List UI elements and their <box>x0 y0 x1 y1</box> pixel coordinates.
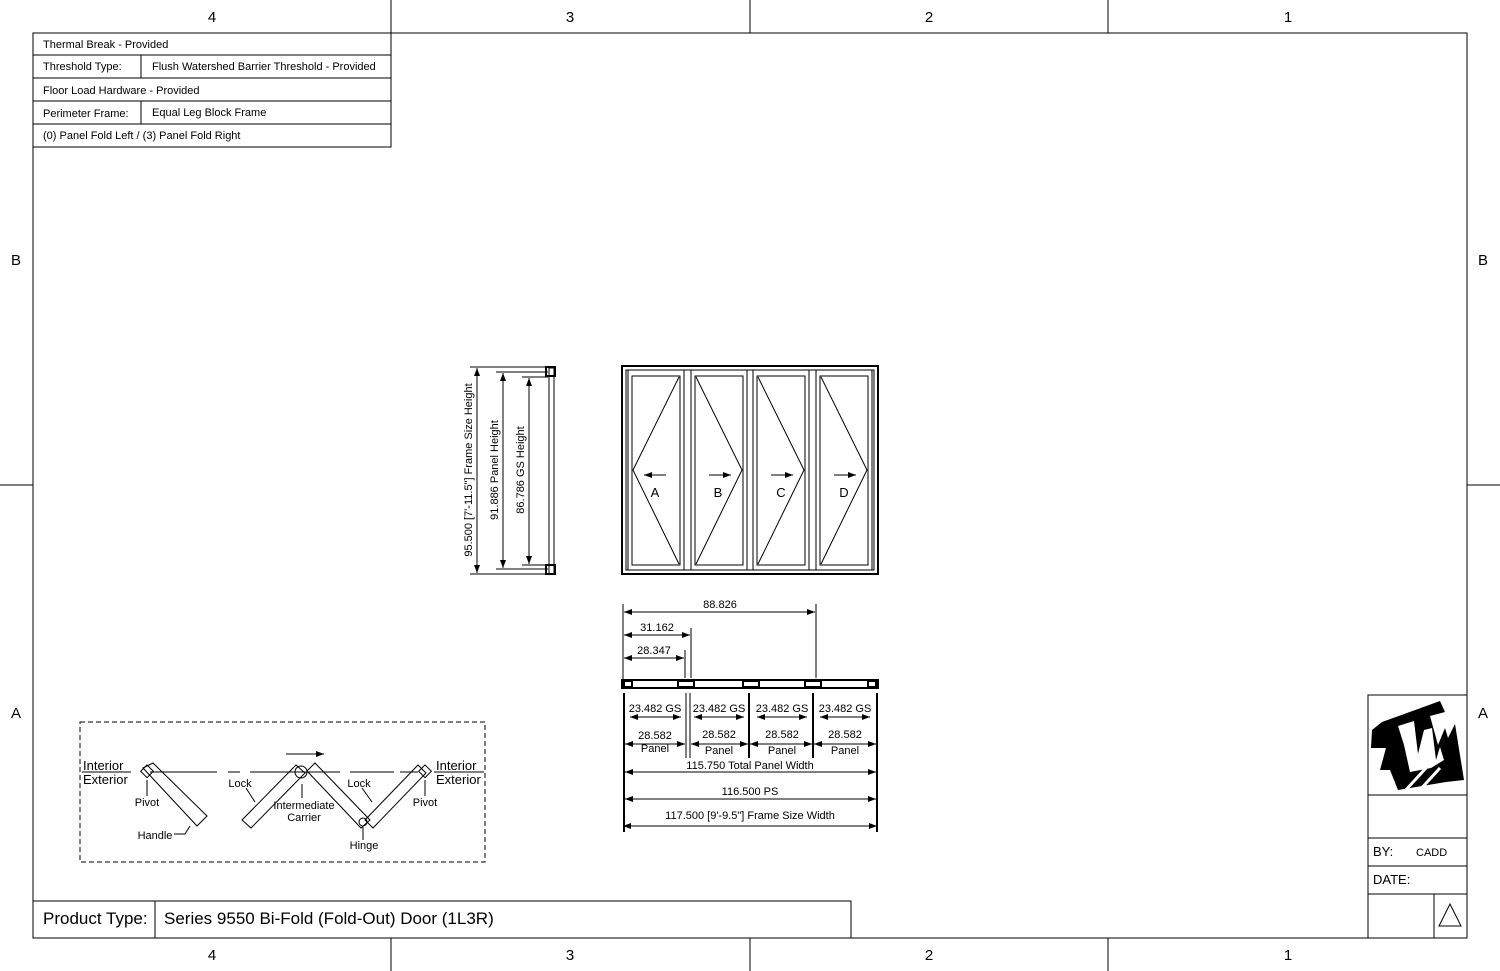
plan-panel-dims: 23.482 GS 23.482 GS 23.482 GS 23.482 GS … <box>629 703 872 757</box>
panel-width-2: 28.582 <box>702 729 736 741</box>
total-panel-width: 115.750 Total Panel Width <box>686 760 813 772</box>
panel-word-3: Panel <box>768 745 796 757</box>
perimeter-value: Equal Leg Block Frame <box>152 107 266 119</box>
legend-hinge: Hinge <box>350 840 379 852</box>
zone-row-a-left: A <box>11 705 21 722</box>
gs-height-dim: 86.786 GS Height <box>515 426 527 513</box>
company-logo <box>1371 701 1464 794</box>
panel-word-1: Panel <box>641 743 669 755</box>
product-type-label: Product Type: <box>43 909 148 928</box>
door-plan: 88.826 31.162 28.347 115.750 Total Panel… <box>621 599 879 832</box>
by-value: CADD <box>1416 847 1447 859</box>
legend-handle: Handle <box>138 830 173 842</box>
door-panel-c <box>752 369 810 571</box>
triangle-icon <box>1438 902 1462 927</box>
by-label: BY: <box>1373 844 1393 859</box>
legend-lock-left: Lock <box>228 778 252 790</box>
panel-width-3: 28.582 <box>765 729 799 741</box>
gs-dim-3: 23.482 GS <box>756 703 809 715</box>
vertical-section: 95.500 [7'-11.5"] Frame Size Height 91.8… <box>463 366 556 575</box>
panel-labels: A B C D <box>651 485 849 500</box>
gs-dim-1: 23.482 GS <box>629 703 682 715</box>
thermal-break: Thermal Break - Provided <box>43 39 168 51</box>
legend-pivot-right: Pivot <box>413 797 437 809</box>
panel-width-4: 28.582 <box>828 729 862 741</box>
zone-col-3-bottom: 3 <box>566 947 574 964</box>
fold-legend: Interior Exterior Interior Exterior Pivo… <box>79 721 486 863</box>
dim-28: 28.347 <box>637 645 671 657</box>
zone-col-1-top: 1 <box>1284 9 1292 26</box>
panel-word-2: Panel <box>705 745 733 757</box>
date-label: DATE: <box>1373 872 1410 887</box>
panel-width-1: 28.582 <box>638 730 672 742</box>
zone-row-b-right: B <box>1478 252 1488 269</box>
threshold-label: Threshold Type: <box>43 61 122 73</box>
gs-dim-4: 23.482 GS <box>819 703 872 715</box>
door-panel-b <box>690 369 748 571</box>
zone-col-4-bottom: 4 <box>208 947 216 964</box>
door-elevation <box>621 365 879 575</box>
panel-label-c: C <box>776 485 785 500</box>
swing-indicator <box>695 376 743 565</box>
panel-label-b: B <box>714 485 723 500</box>
product-type-value: Series 9550 Bi-Fold (Fold-Out) Door (1L3… <box>164 909 494 928</box>
zone-col-4-top: 4 <box>208 9 216 26</box>
panel-word-4: Panel <box>831 745 859 757</box>
legend-lock-right: Lock <box>347 778 371 790</box>
swing-indicator <box>632 376 680 565</box>
dim-88: 88.826 <box>703 599 737 611</box>
legend-intermediate: Intermediate <box>273 800 334 812</box>
frame-height-dim: 95.500 [7'-11.5"] Frame Size Height <box>463 383 475 556</box>
legend-exterior-left: Exterior <box>83 772 128 787</box>
zone-col-2-top: 2 <box>925 9 933 26</box>
company-title-block: BY: CADD DATE: <box>1367 694 1468 939</box>
door-panel-a <box>627 369 685 571</box>
zone-col-2-bottom: 2 <box>925 947 933 964</box>
fold-config: (0) Panel Fold Left / (3) Panel Fold Rig… <box>43 130 240 142</box>
ps-width: 116.500 PS <box>722 786 779 798</box>
swing-indicator <box>757 376 805 565</box>
floor-load: Floor Load Hardware - Provided <box>43 85 200 97</box>
product-title-block: Product Type: Series 9550 Bi-Fold (Fold-… <box>32 900 852 939</box>
legend-pivot-left: Pivot <box>135 797 159 809</box>
gs-dim-2: 23.482 GS <box>693 703 746 715</box>
zone-row-b-left: B <box>11 252 21 269</box>
legend-interior-left: Interior <box>83 758 124 773</box>
panel-label-d: D <box>839 485 848 500</box>
frame-width: 117.500 [9'-9.5"] Frame Size Width <box>665 810 835 822</box>
zone-col-3-top: 3 <box>566 9 574 26</box>
legend-exterior-right: Exterior <box>436 772 481 787</box>
swing-indicator <box>820 376 868 565</box>
zone-labels: 4 3 2 1 4 3 2 1 B A B A <box>11 9 1488 964</box>
spec-table: Thermal Break - Provided Threshold Type:… <box>32 32 392 148</box>
threshold-value: Flush Watershed Barrier Threshold - Prov… <box>152 61 376 73</box>
panel-label-a: A <box>651 485 660 500</box>
zone-row-a-right: A <box>1478 705 1488 722</box>
legend-interior-right: Interior <box>436 758 477 773</box>
dim-31: 31.162 <box>640 622 674 634</box>
zone-col-1-bottom: 1 <box>1284 947 1292 964</box>
panel-height-dim: 91.886 Panel Height <box>489 420 501 520</box>
legend-carrier: Carrier <box>287 812 321 824</box>
perimeter-label: Perimeter Frame: <box>43 108 129 120</box>
door-panel-d <box>815 369 873 571</box>
